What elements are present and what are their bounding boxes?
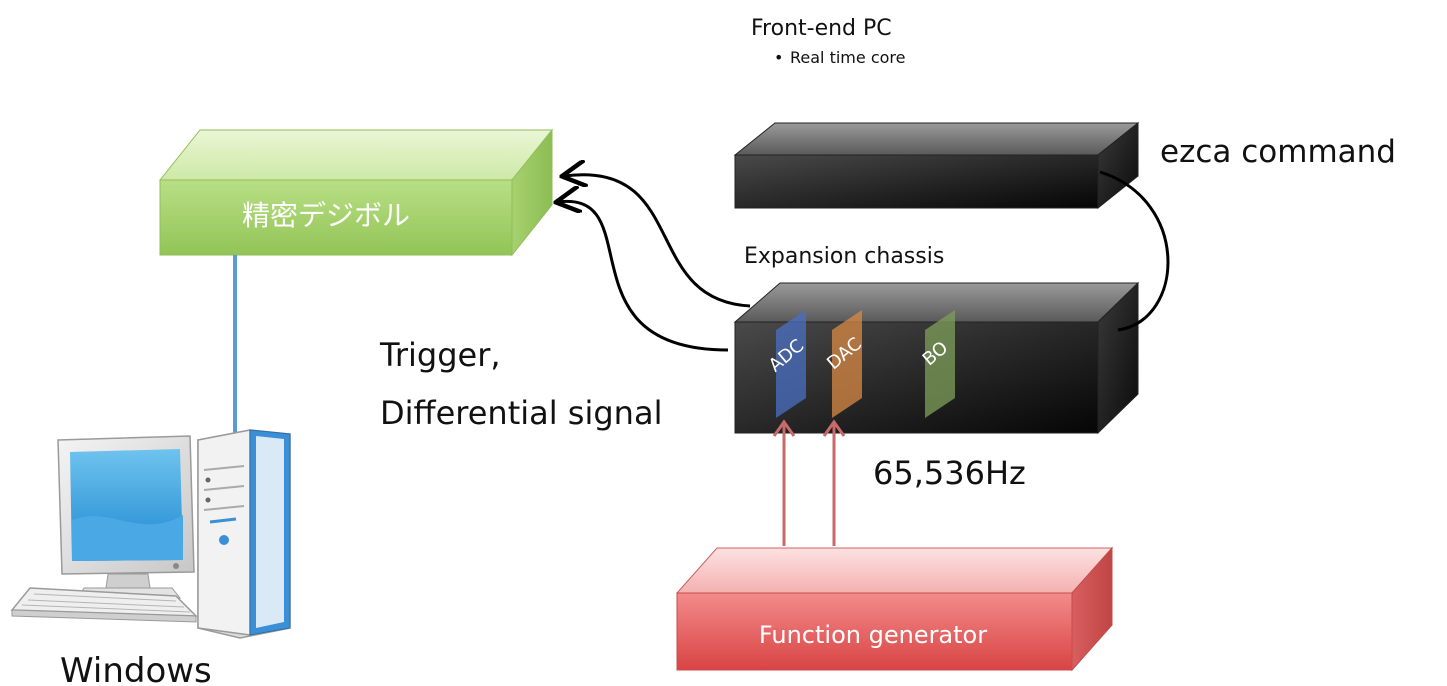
expansion-chassis-title: Expansion chassis (744, 244, 944, 269)
ezca-command-label: ezca command (1160, 134, 1396, 170)
adc-card (776, 310, 806, 418)
bo-card (925, 310, 955, 418)
function-generator-box: Function generator (675, 546, 1114, 672)
function-generator-arrows (772, 419, 846, 546)
trigger-label-line1: Trigger, (379, 336, 501, 374)
front-end-pc-bullet: Real time core (790, 48, 905, 67)
front-end-pc-box (733, 121, 1140, 210)
pcie-cable (1099, 170, 1170, 332)
digital-voltmeter-label: 精密デジボル (242, 199, 410, 232)
bullet-icon: • (774, 48, 783, 67)
function-generator-label: Function generator (759, 621, 987, 649)
trigger-label-line2: Differential signal (380, 394, 662, 432)
windows-label: Windows (60, 651, 212, 686)
digital-voltmeter-box: 精密デジボル (158, 128, 554, 257)
expansion-chassis-box: ADC DAC BO (733, 281, 1140, 435)
signal-cable-upper (564, 175, 751, 308)
dac-card (832, 310, 862, 418)
windows-pc-icon (10, 429, 291, 639)
signal-cable-lower (558, 201, 729, 352)
front-end-pc-title: Front-end PC (751, 16, 892, 41)
frequency-label: 65,536Hz (873, 454, 1026, 492)
